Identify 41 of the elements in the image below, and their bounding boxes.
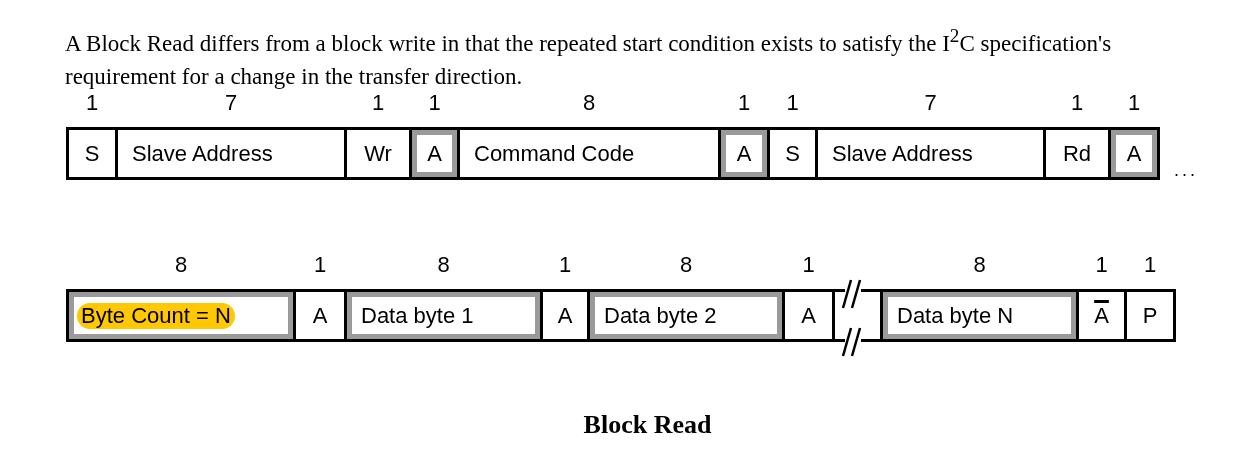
bit-count: 1 [1094,252,1109,278]
field-label: Byte Count = N [77,302,235,329]
description-paragraph: A Block Read differs from a block write in that the repeated start condition exists to satisfy the I$^{2}$C specification's requirement for a change in the transfer direction. [65,24,1113,91]
field-label: Data byte N [897,302,1014,329]
field-label: Slave Address [832,140,973,167]
field-label: A [426,140,443,167]
bit-count: 1 [1142,252,1158,278]
field-label: S [83,140,101,167]
bit-count: 8 [678,252,694,278]
bit-count: 1 [312,252,328,278]
field-label: Wr [363,140,393,167]
field-label: A [556,302,574,329]
bit-count: 1 [84,90,100,116]
bit-count: 7 [923,90,938,116]
bit-count: 8 [436,252,451,278]
bit-count: 7 [223,90,239,116]
bit-count: 1 [370,90,386,116]
field-label: A [735,140,753,167]
bit-count: 1 [736,90,752,116]
bit-count: 8 [581,90,597,116]
field-label: P [1141,302,1159,329]
diagram-title: Block Read [583,410,712,440]
bit-count: 1 [785,90,800,116]
field-label: A [311,302,329,329]
bit-count: 8 [972,252,987,278]
bit-count: 1 [1126,90,1142,116]
field-label: Rd [1061,140,1093,167]
field-label: A [1125,140,1143,167]
bit-count: 1 [801,252,816,278]
field-label: Command Code [474,140,635,167]
field-label: A [800,302,817,329]
bit-count: 1 [427,90,442,116]
continuation-dots: ... [1174,160,1198,181]
field-label: Data byte 2 [604,302,717,329]
field-label: Data byte 1 [361,302,474,329]
field-label: S [784,140,801,167]
field-label: A [1093,302,1110,329]
field-label: Slave Address [132,140,273,167]
bit-count: 1 [557,252,573,278]
bit-count: 1 [1069,90,1085,116]
bit-count: 8 [173,252,189,278]
